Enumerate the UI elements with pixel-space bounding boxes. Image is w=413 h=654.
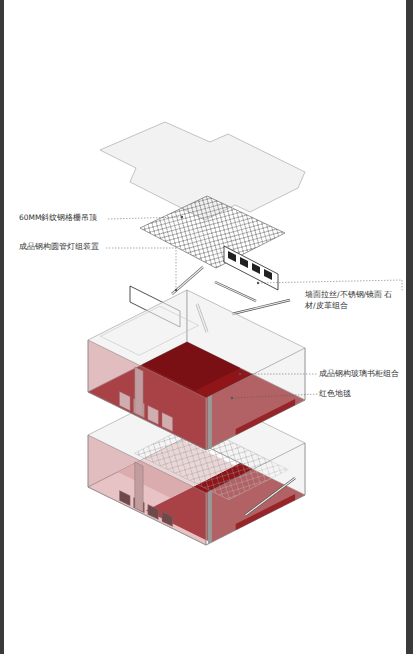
leader-lines [106, 216, 402, 399]
callout-label: 墙面拉丝/不锈钢/镜面 石材/皮革组合 [304, 290, 402, 312]
callout-label: 成品钢构玻璃书柜组合 [318, 369, 400, 380]
callout-label: 红色地毯 [318, 389, 352, 400]
upper-floor [88, 290, 305, 450]
callout-label: 成品钢构圆管灯组装置 [18, 242, 100, 253]
callout-label: 60MM斜纹钢格栅吊顶 [18, 213, 99, 224]
steel-grille [140, 196, 285, 268]
